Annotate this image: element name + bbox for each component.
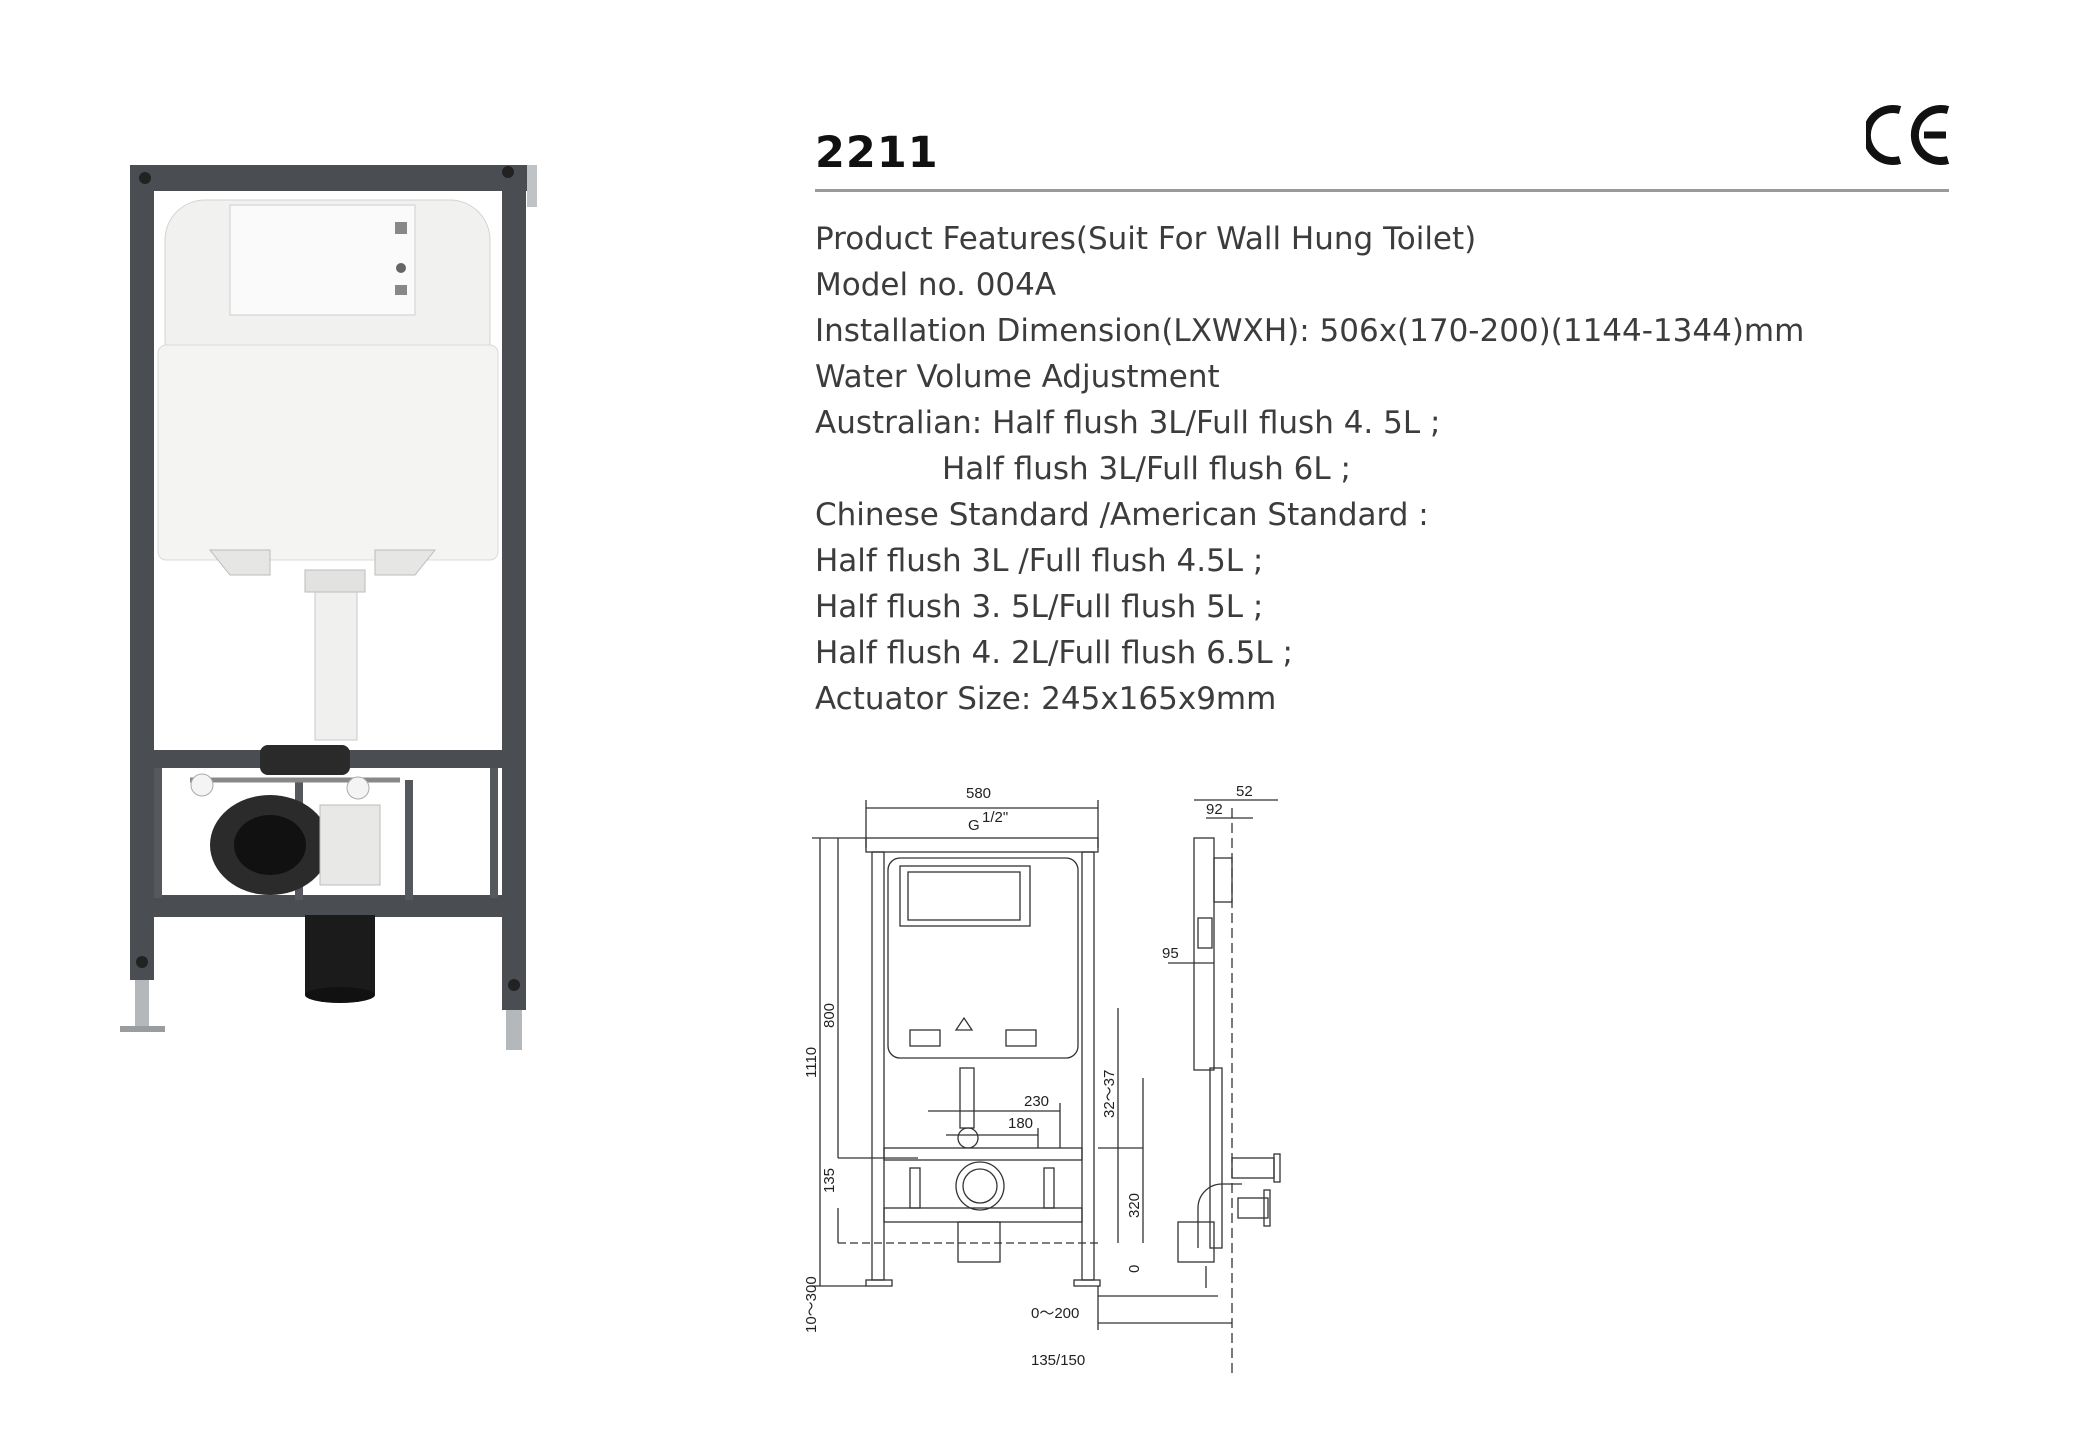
model-title: 2211	[815, 128, 939, 178]
dim-135-150-label: 135/150	[1031, 1352, 1085, 1369]
feature-flush-option-1: Half flush 3L /Full flush 4.5L ;	[815, 543, 1264, 579]
dim-135-label: 135	[821, 1168, 838, 1193]
frame-right-upright	[502, 190, 526, 1010]
cistern-body	[157, 344, 499, 561]
dim-width-label: 580	[966, 785, 991, 802]
dim-32-37-label: 32～37	[1101, 1070, 1118, 1118]
dim-230-label: 230	[1024, 1093, 1049, 1110]
feature-chinese-american: Chinese Standard /American Standard :	[815, 497, 1429, 533]
ce-mark-icon	[1866, 105, 1950, 165]
dim-height-label: 1110	[803, 1047, 820, 1078]
feature-australian-alt: Half flush 3L/Full flush 6L ;	[942, 451, 1351, 487]
dim-side-95-label: 95	[1162, 945, 1179, 962]
dim-320-label: 320	[1126, 1193, 1143, 1218]
dim-side-92-label: 92	[1206, 801, 1223, 818]
dim-side-depth-label: 52	[1236, 783, 1253, 800]
outlet-pipe	[305, 915, 375, 995]
frame-left-upright	[130, 190, 154, 980]
actuator-frame	[229, 204, 416, 316]
feature-heading: Product Features(Suit For Wall Hung Toil…	[815, 221, 1477, 257]
frame-top-bar	[130, 165, 535, 191]
feature-australian: Australian: Half flush 3L/Full flush 4. …	[815, 405, 1441, 441]
feature-flush-option-2: Half flush 3. 5L/Full flush 5L ;	[815, 589, 1264, 625]
technical-drawing: 580 52 92 95 G 1/2" 230 180 0～200 135/15…	[803, 783, 1281, 1378]
flush-pipe	[314, 569, 358, 741]
dim-180-label: 180	[1008, 1115, 1033, 1132]
dim-0-label: 0	[1126, 1265, 1143, 1273]
product-photo	[120, 165, 537, 1050]
feature-flush-option-3: Half flush 4. 2L/Full flush 6.5L ;	[815, 635, 1293, 671]
feature-water-volume: Water Volume Adjustment	[815, 359, 1220, 395]
inlet-fraction-label: 1/2"	[982, 809, 1008, 826]
feature-installation-dimension: Installation Dimension(LXWXH): 506x(170-…	[815, 313, 1805, 349]
dim-800-label: 800	[821, 1003, 838, 1028]
feature-model: Model no. 004A	[815, 267, 1057, 303]
dim-leg-label: 10～300	[803, 1276, 820, 1333]
feature-list: Product Features(Suit For Wall Hung Toil…	[815, 216, 1804, 722]
frame-crossbar-2	[154, 895, 504, 917]
dim-0-200-label: 0～200	[1031, 1305, 1079, 1322]
feature-actuator-size: Actuator Size: 245x165x9mm	[815, 681, 1277, 717]
title-divider	[815, 189, 1949, 192]
inlet-label: G	[968, 817, 980, 834]
